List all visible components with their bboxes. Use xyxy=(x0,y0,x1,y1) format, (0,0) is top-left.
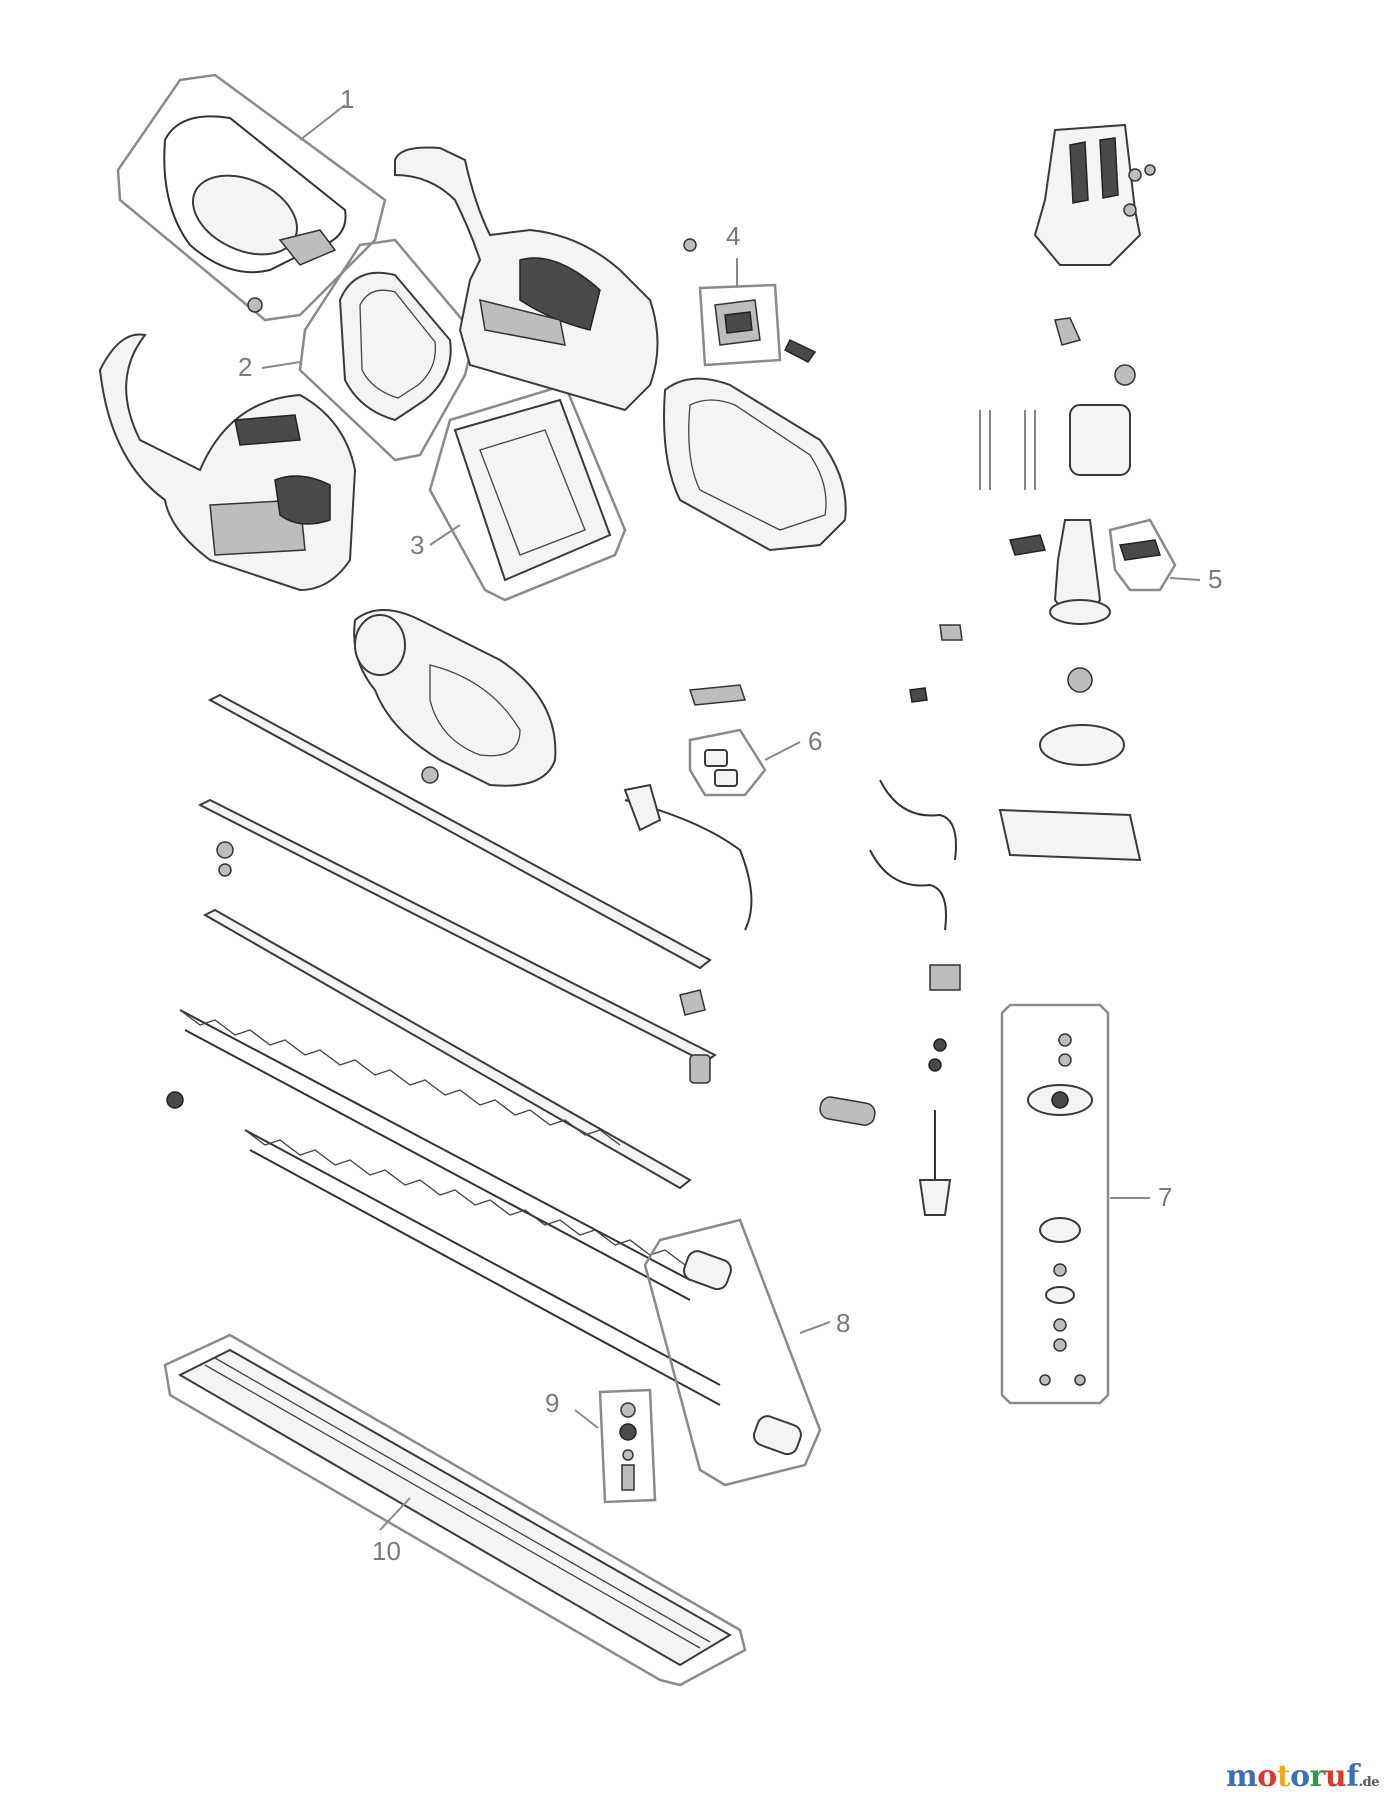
small-parts-column xyxy=(819,624,1142,1216)
brand-letter: o xyxy=(1290,1759,1310,1794)
brand-letter: m xyxy=(1225,1759,1258,1794)
part-group-5: 5 xyxy=(1009,518,1222,625)
callout-8: 8 xyxy=(836,1308,850,1338)
main-handle xyxy=(394,146,659,412)
callout-10: 10 xyxy=(372,1536,401,1566)
brand-letter: t xyxy=(1276,1759,1291,1794)
brand-suffix: .de xyxy=(1358,1775,1380,1790)
motor-assembly xyxy=(979,123,1156,490)
callout-5: 5 xyxy=(1208,564,1222,594)
brand-letter: u xyxy=(1324,1759,1347,1794)
rear-handle-housing xyxy=(98,333,357,592)
brand-wordmark: motoruf xyxy=(1226,1759,1359,1794)
part-group-3: 3 xyxy=(410,383,627,602)
part-group-8: 8 xyxy=(643,1218,850,1487)
brand-logo: motoruf.de xyxy=(1226,1759,1380,1794)
callout-4: 4 xyxy=(726,221,740,251)
blade-bars xyxy=(166,693,717,1190)
part-group-10: 10 xyxy=(163,1333,747,1687)
part-group-6: 6 xyxy=(623,684,822,931)
part-group-4: 4 xyxy=(683,221,817,367)
callout-3: 3 xyxy=(410,530,424,560)
front-handle xyxy=(353,609,557,787)
gearbox-shell xyxy=(663,377,847,552)
part-group-2: 2 xyxy=(238,238,477,462)
callout-7: 7 xyxy=(1158,1182,1172,1212)
part-group-1: 1 xyxy=(116,73,387,322)
part-group-9: 9 xyxy=(545,1388,657,1504)
brand-letter: r xyxy=(1309,1759,1326,1794)
brand-letter: f xyxy=(1346,1759,1359,1794)
callout-6: 6 xyxy=(808,726,822,756)
part-group-7: 7 xyxy=(1000,1003,1172,1405)
callout-1: 1 xyxy=(340,84,354,114)
callout-9: 9 xyxy=(545,1388,559,1418)
toothed-blades xyxy=(179,1009,721,1406)
callout-2: 2 xyxy=(238,352,252,382)
brand-letter: o xyxy=(1257,1759,1277,1794)
